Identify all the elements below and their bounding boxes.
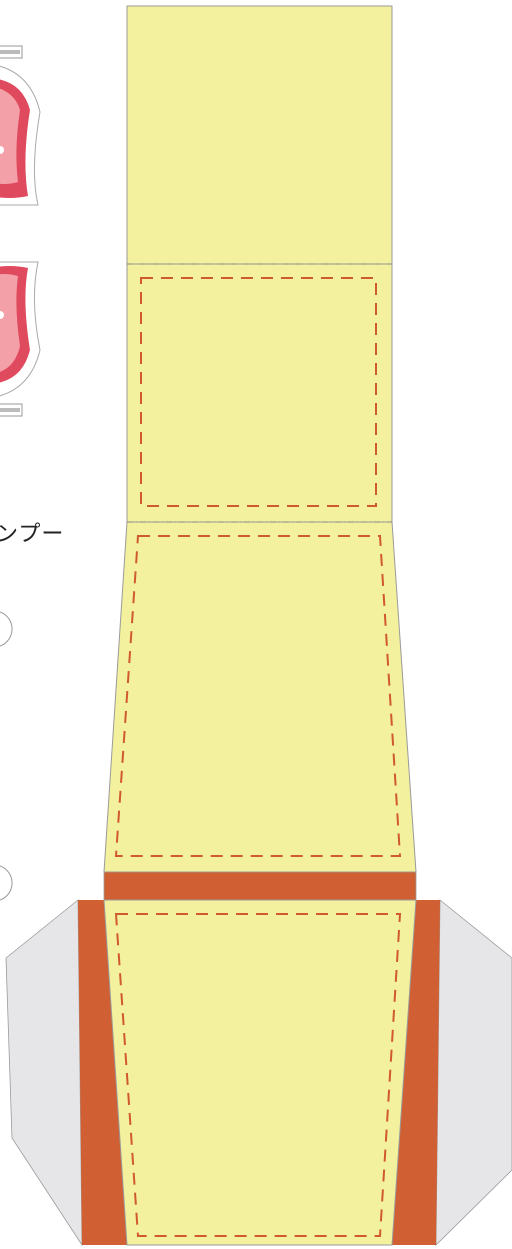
partial-label-text: ンプー xyxy=(0,522,65,547)
accent-band xyxy=(103,871,417,901)
accent-strip-right xyxy=(392,900,440,1245)
pink-highlight-top xyxy=(0,88,20,184)
side-flap-left xyxy=(5,899,83,1247)
dashed-frame-square xyxy=(140,277,377,507)
pink-part-top xyxy=(0,45,41,206)
dashed-frame-bottom xyxy=(114,913,402,1237)
panel-square xyxy=(126,263,393,523)
accent-strip-left xyxy=(78,900,127,1245)
circle-mark-upper xyxy=(0,611,13,647)
side-flap-right xyxy=(435,899,512,1246)
circle-mark-lower xyxy=(0,865,13,901)
pink-part-bottom xyxy=(0,261,41,417)
pink-highlight-bottom xyxy=(0,274,20,372)
dashed-frame-trapezoid xyxy=(114,535,402,857)
panel-trapezoid xyxy=(103,521,417,873)
panel-top xyxy=(126,5,393,265)
panel-bottom xyxy=(103,899,417,1246)
